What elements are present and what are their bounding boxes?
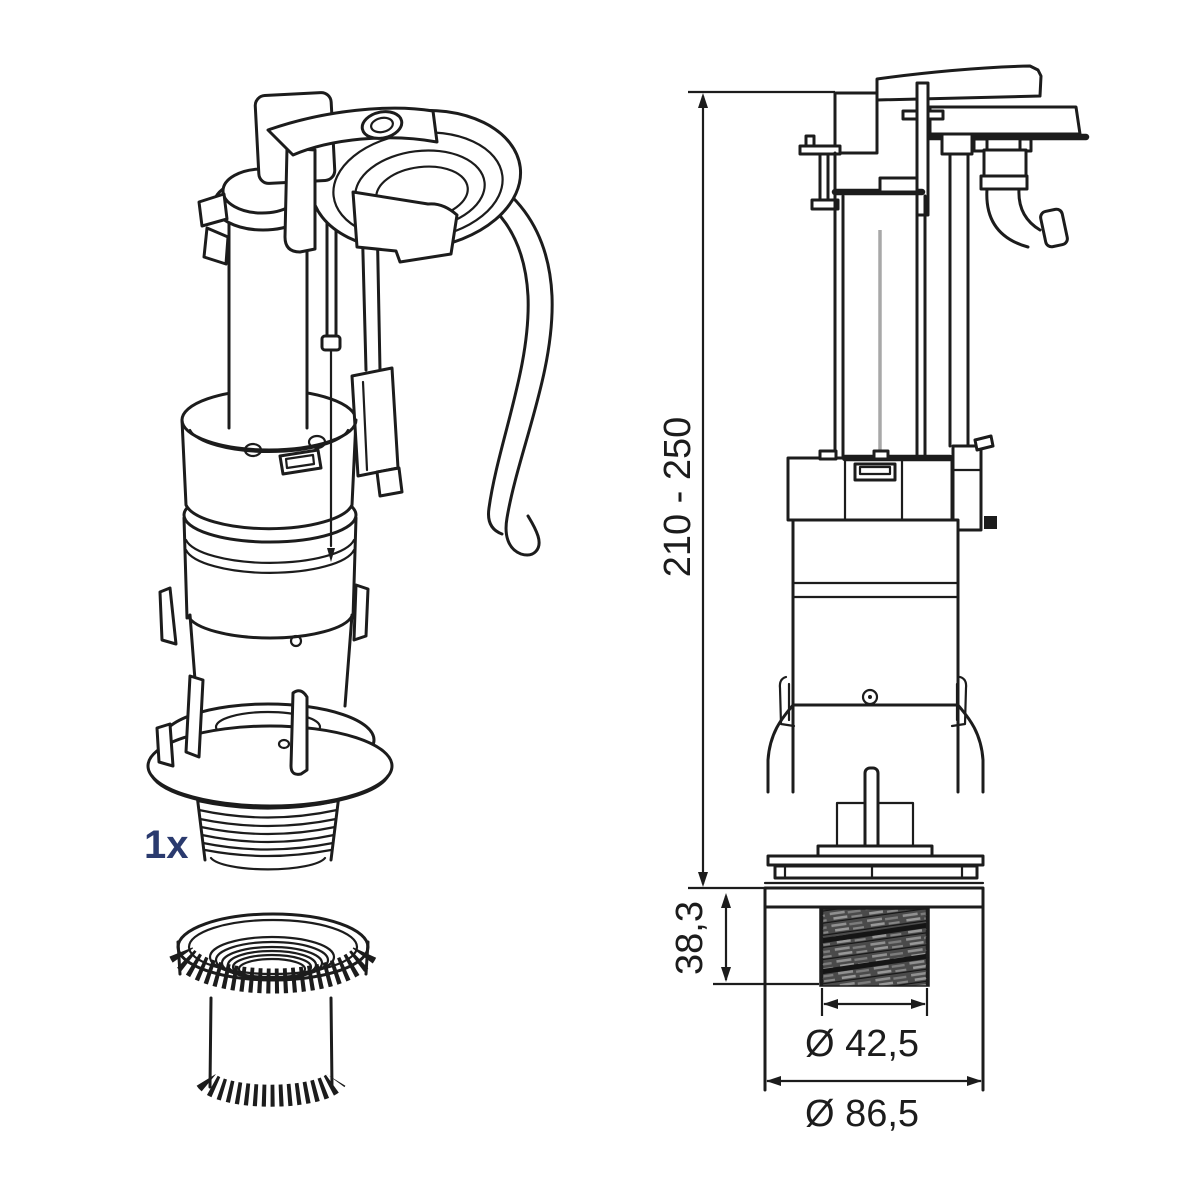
latch-flag bbox=[973, 434, 995, 452]
locking-nut bbox=[169, 912, 377, 1107]
latch-stop bbox=[984, 516, 997, 529]
dimension-thread-diameter: Ø 42,5 bbox=[805, 988, 929, 1065]
bell-curve-left bbox=[766, 703, 795, 794]
dimension-base-diameter: Ø 86,5 bbox=[766, 1076, 982, 1135]
base-flange bbox=[146, 613, 394, 809]
front-hole bbox=[243, 442, 263, 458]
flush-hose bbox=[444, 162, 554, 557]
flange-rim bbox=[146, 724, 394, 808]
wall-bracket bbox=[798, 134, 842, 211]
clamp-strap bbox=[283, 146, 317, 254]
body-clip-left bbox=[158, 586, 178, 646]
valve-body-elevation bbox=[763, 518, 985, 1092]
guide-fin-left bbox=[184, 674, 205, 759]
arrowhead-down bbox=[698, 872, 708, 887]
bell-curve-right bbox=[956, 703, 985, 794]
flange-plate bbox=[763, 886, 985, 909]
dimension-text-thread-length: 38,3 bbox=[669, 901, 711, 975]
elevation-drawing: Ø 42,5 Ø 86,5 bbox=[763, 64, 1090, 1135]
arrowhead-up bbox=[698, 93, 708, 108]
latch-bracket bbox=[350, 366, 400, 478]
lever-cam bbox=[253, 91, 523, 264]
knurled-ring bbox=[169, 946, 377, 994]
latch-tab bbox=[375, 466, 404, 498]
side-clip-left bbox=[778, 675, 796, 728]
thread-section bbox=[819, 908, 930, 987]
guide-fin-right bbox=[289, 689, 309, 776]
outlet-elbow bbox=[972, 137, 1069, 249]
flush-lever-bar bbox=[875, 64, 1043, 102]
dimension-text-height: 210 - 250 bbox=[657, 417, 699, 578]
pivot-hole bbox=[360, 110, 404, 140]
quantity-label: 1x bbox=[144, 823, 189, 867]
dimension-text-thread-diameter: Ø 42,5 bbox=[805, 1023, 919, 1065]
push-plate bbox=[928, 105, 1082, 136]
dimension-text-base-diameter: Ø 86,5 bbox=[805, 1093, 919, 1135]
side-hook bbox=[197, 192, 229, 228]
support-column bbox=[948, 152, 970, 448]
latch-column bbox=[951, 434, 997, 532]
center-screw bbox=[861, 688, 879, 706]
flange-lug bbox=[155, 722, 175, 768]
overflow-tube-lines bbox=[833, 151, 927, 460]
body-clip-right bbox=[352, 583, 370, 642]
skirt-walls bbox=[763, 905, 985, 1092]
cap-box bbox=[833, 91, 879, 155]
side-hook bbox=[202, 226, 230, 266]
cam-bracket bbox=[351, 190, 459, 264]
side-elevation-view: 210 - 250 38,3 bbox=[657, 64, 1090, 1135]
actuator-rod bbox=[915, 81, 930, 217]
dimension-overall-height: 210 - 250 bbox=[657, 90, 835, 890]
perspective-view: 1x bbox=[144, 91, 554, 1107]
dimension-thread-length: 38,3 bbox=[669, 893, 819, 986]
elbow-cuff bbox=[1039, 207, 1069, 249]
support-step bbox=[940, 132, 974, 156]
arrowhead-down bbox=[721, 967, 731, 982]
arrowhead-up bbox=[721, 893, 731, 908]
knurled-base-ring bbox=[196, 1073, 346, 1107]
adjustment-block bbox=[786, 449, 954, 522]
front-hole bbox=[307, 434, 327, 450]
